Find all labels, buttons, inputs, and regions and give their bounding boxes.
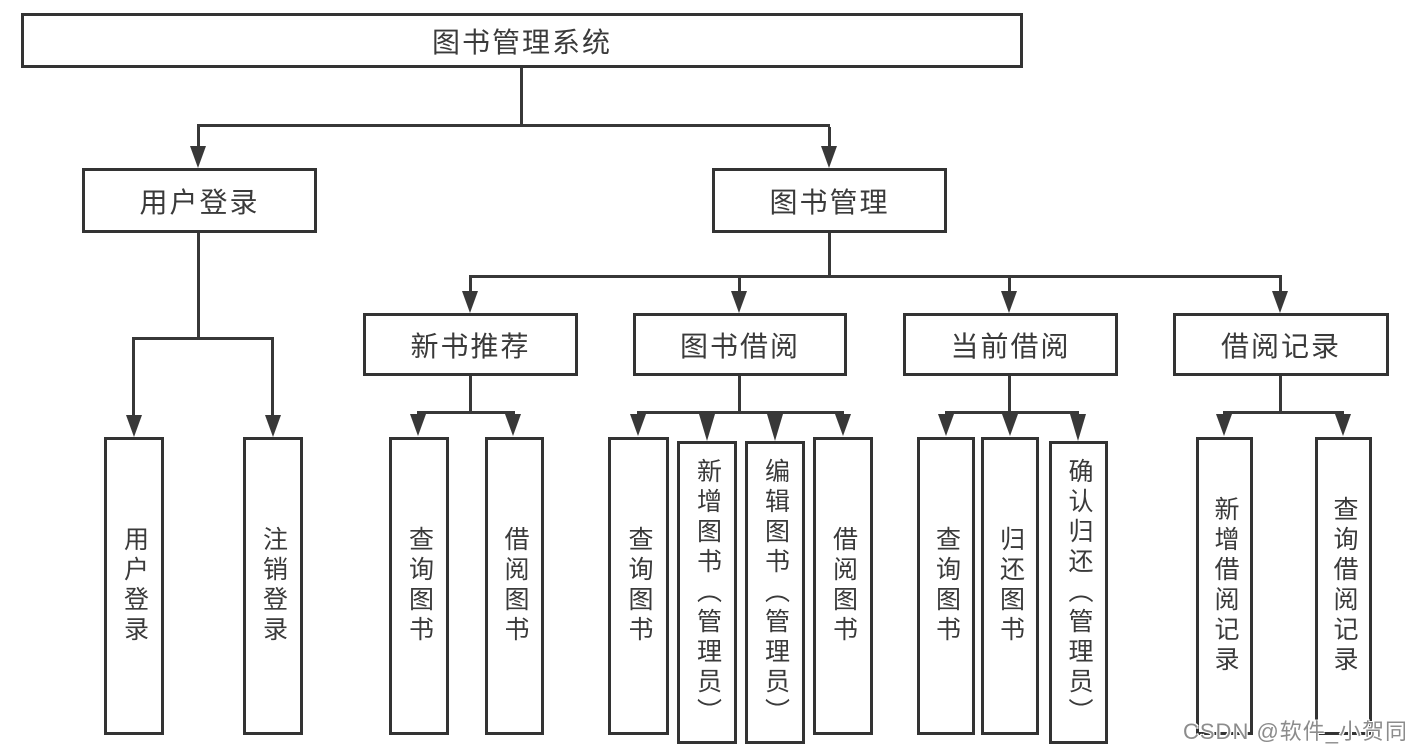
arrowhead-down-icon — [462, 291, 478, 313]
arrowhead-down-icon — [835, 414, 851, 436]
connector-new-book-stem — [469, 376, 472, 411]
connector-drop-leaf-user-login — [132, 340, 135, 417]
node-current-borrowing-label: 当前借阅 — [950, 330, 1071, 362]
arrowhead-down-icon — [767, 414, 783, 441]
arrowhead-down-icon — [1001, 291, 1017, 313]
arrowhead-down-icon — [938, 414, 954, 436]
connector-book-borrowing-stem — [738, 376, 741, 411]
arrowhead-down-icon — [1070, 414, 1086, 441]
leaf-label: 借阅图书 — [501, 526, 529, 646]
leaf-query-borrow-record: 查询借阅记录 — [1315, 437, 1372, 735]
node-book-management-label: 图书管理 — [769, 186, 890, 218]
leaf-label: 新增图书（管理员） — [693, 457, 722, 728]
node-user-login: 用户登录 — [82, 168, 317, 233]
node-new-book-recommendation: 新书推荐 — [363, 313, 578, 376]
leaf-borrow-books-recommend: 借阅图书 — [485, 437, 544, 735]
csdn-watermark: CSDN @软件_小贺同学 — [1183, 719, 1405, 744]
connector-drop-user-login — [197, 127, 200, 148]
arrowhead-down-icon — [505, 414, 521, 436]
node-borrowing-records: 借阅记录 — [1173, 313, 1389, 376]
leaf-label: 确认归还（管理员） — [1065, 457, 1093, 728]
leaf-query-books-borrowing: 查询图书 — [608, 437, 669, 735]
connector-user-login-rail — [132, 337, 274, 340]
leaf-user-login: 用户登录 — [104, 437, 164, 735]
node-book-management: 图书管理 — [712, 168, 947, 233]
node-current-borrowing: 当前借阅 — [903, 313, 1118, 376]
arrowhead-down-icon — [699, 414, 715, 441]
node-root: 图书管理系统 — [21, 13, 1023, 68]
leaf-label: 新增借阅记录 — [1211, 496, 1239, 676]
leaf-logout-login: 注销登录 — [243, 437, 303, 735]
connector-level2-rail — [469, 275, 1282, 278]
connector-current-borrowing-rail — [945, 411, 1079, 414]
leaf-label: 查询图书 — [405, 526, 434, 646]
leaf-label: 借阅图书 — [829, 526, 858, 646]
leaf-add-borrow-record: 新增借阅记录 — [1196, 437, 1253, 735]
leaf-query-books-current: 查询图书 — [917, 437, 975, 735]
node-user-login-label: 用户登录 — [139, 186, 260, 218]
leaf-edit-books-admin: 编辑图书（管理员） — [745, 441, 805, 744]
leaf-confirm-return-admin: 确认归还（管理员） — [1049, 441, 1108, 744]
connector-current-borrowing-stem — [1008, 376, 1011, 411]
arrowhead-down-icon — [1272, 291, 1288, 313]
connector-level1-rail — [197, 124, 830, 127]
arrowhead-down-icon — [190, 146, 206, 168]
arrowhead-down-icon — [1216, 414, 1232, 436]
connector-drop-book-management — [828, 127, 831, 148]
arrowhead-down-icon — [630, 414, 646, 436]
leaf-add-books-admin: 新增图书（管理员） — [677, 441, 737, 744]
connector-book-borrowing-rail — [637, 411, 844, 414]
connector-user-login-stem — [197, 233, 200, 337]
connector-drop-current-borrowing — [1008, 278, 1011, 293]
node-book-borrowing: 图书借阅 — [633, 313, 847, 376]
arrowhead-down-icon — [1002, 414, 1018, 436]
leaf-return-books: 归还图书 — [981, 437, 1039, 735]
arrowhead-down-icon — [821, 146, 837, 168]
leaf-label: 归还图书 — [996, 526, 1025, 646]
node-new-book-recommendation-label: 新书推荐 — [410, 330, 531, 362]
leaf-label: 查询借阅记录 — [1330, 496, 1358, 676]
connector-borrowing-records-stem — [1279, 376, 1282, 411]
connector-borrowing-records-rail — [1223, 411, 1344, 414]
leaf-label: 编辑图书（管理员） — [761, 457, 790, 728]
connector-drop-borrowing-records — [1279, 278, 1282, 293]
leaf-label: 查询图书 — [932, 526, 961, 646]
arrowhead-down-icon — [410, 414, 426, 436]
connector-drop-leaf-logout — [271, 340, 274, 417]
node-borrowing-records-label: 借阅记录 — [1220, 330, 1341, 362]
connector-drop-new-book — [469, 278, 472, 293]
connector-new-book-rail — [417, 411, 515, 414]
leaf-label: 查询图书 — [625, 526, 653, 646]
leaf-borrow-books-borrowing: 借阅图书 — [813, 437, 873, 735]
arrowhead-down-icon — [126, 415, 142, 437]
node-book-borrowing-label: 图书借阅 — [679, 330, 800, 362]
arrowhead-down-icon — [265, 415, 281, 437]
leaf-label: 注销登录 — [259, 526, 288, 646]
leaf-query-books-recommend: 查询图书 — [389, 437, 449, 735]
arrowhead-down-icon — [1335, 414, 1351, 436]
leaf-label: 用户登录 — [120, 526, 149, 646]
connector-root-stem — [520, 68, 523, 124]
node-root-label: 图书管理系统 — [431, 26, 612, 58]
connector-drop-book-borrowing — [738, 278, 741, 293]
arrowhead-down-icon — [731, 291, 747, 313]
connector-book-management-stem — [828, 233, 831, 275]
